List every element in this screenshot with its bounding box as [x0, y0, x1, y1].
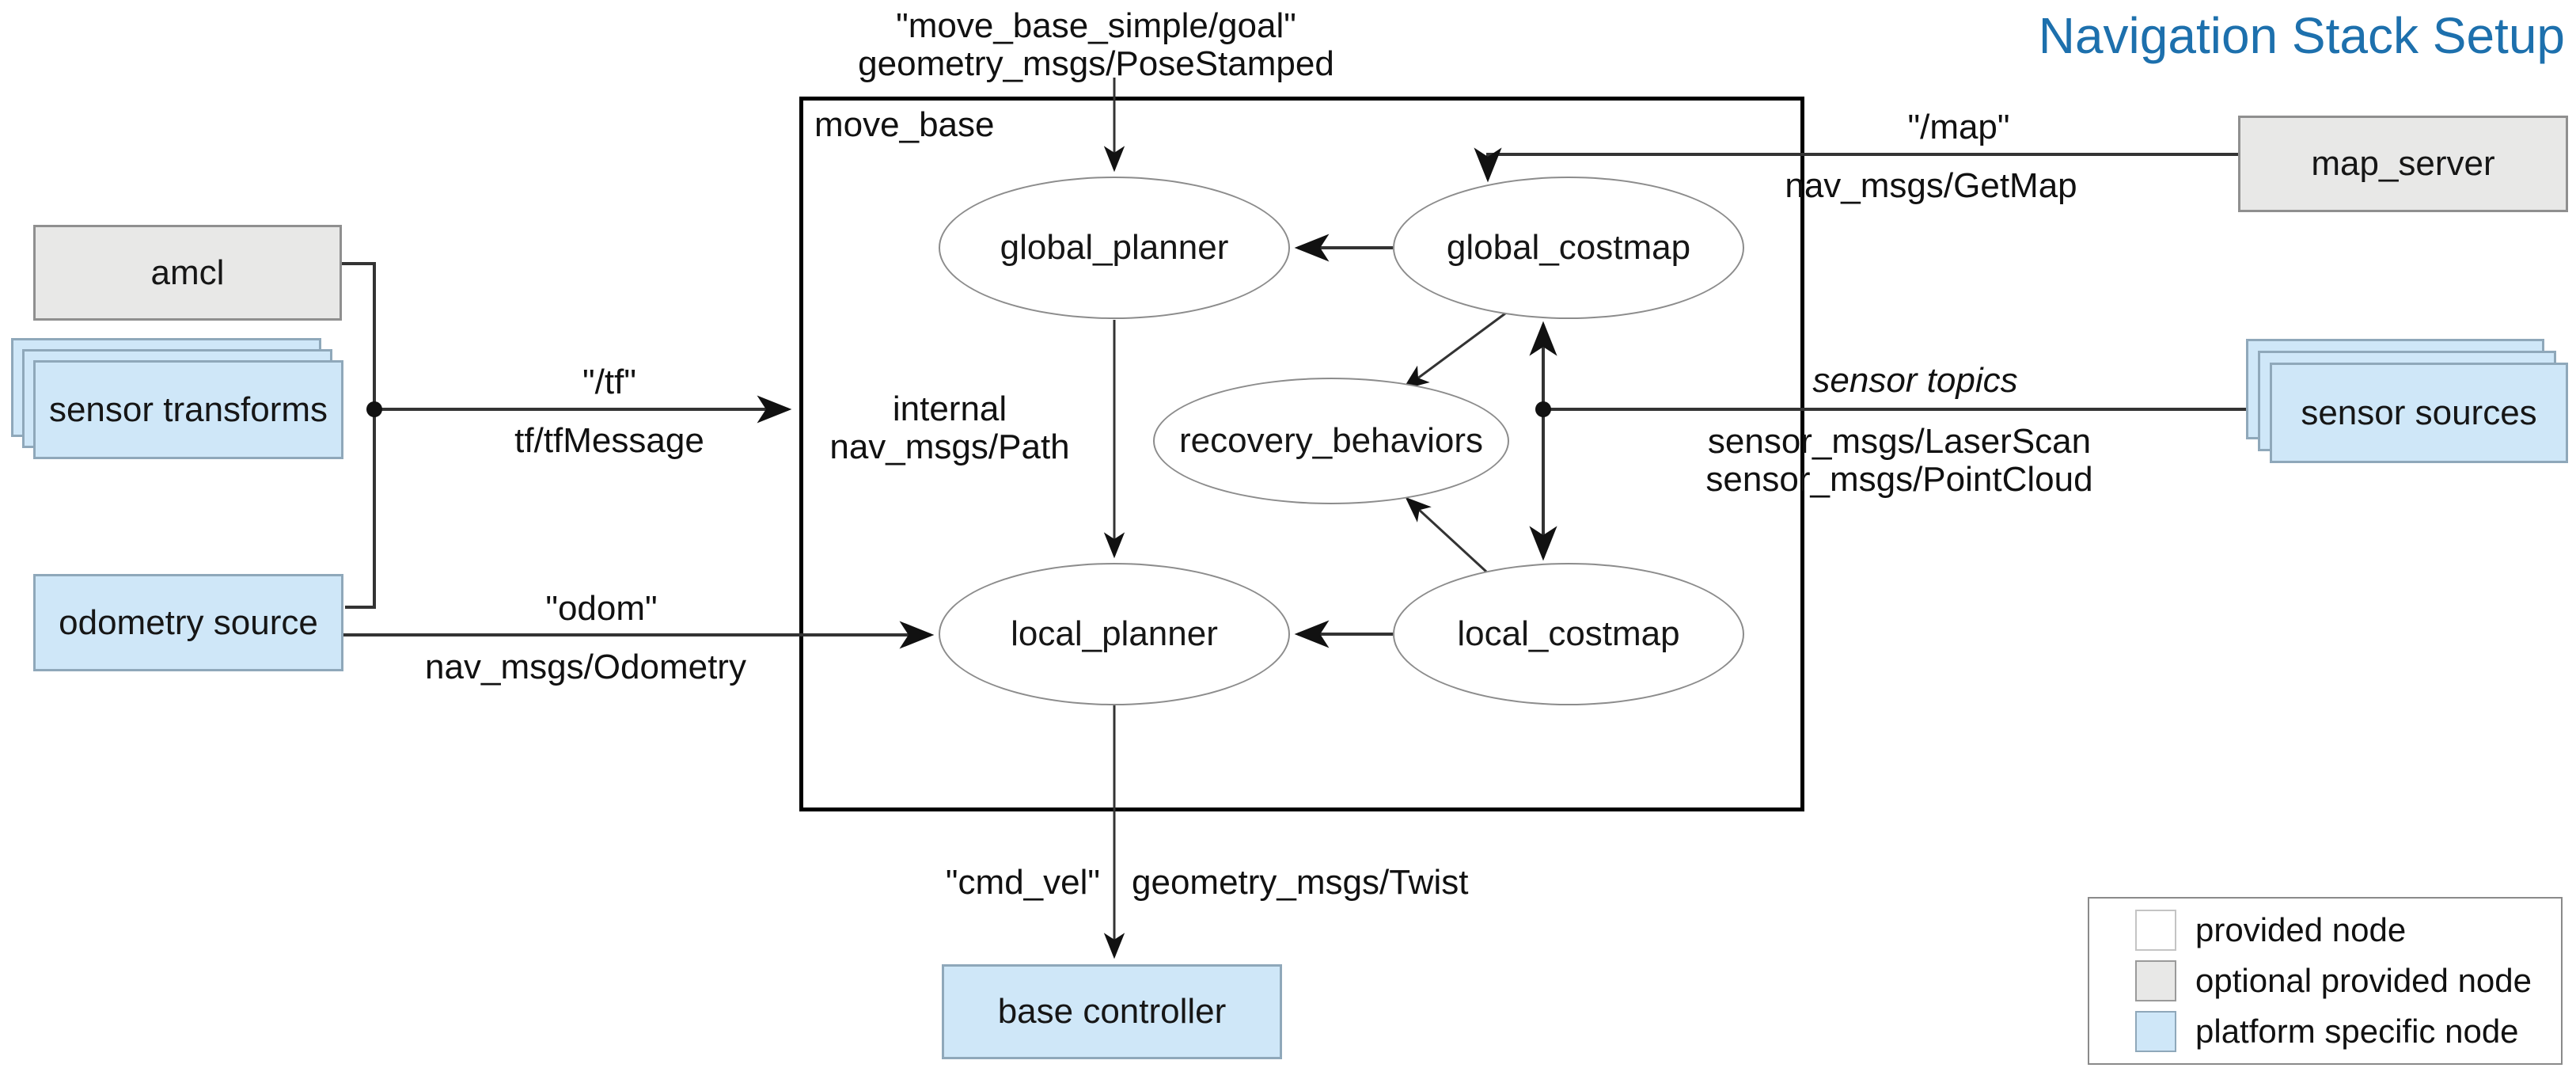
node-map-server-label: map_server: [2311, 144, 2495, 183]
label-tf-topic: "/tf": [582, 363, 636, 401]
node-sensor-transforms-label: sensor transforms: [48, 390, 328, 429]
node-recovery-behaviors: recovery_behaviors: [1153, 378, 1509, 504]
node-sensor-transforms: sensor transforms: [33, 360, 343, 459]
node-global-planner-label: global_planner: [1000, 228, 1229, 267]
label-goal-topic: "move_base_simple/goal": [896, 6, 1296, 45]
label-sensor-topics: sensor topics: [1812, 361, 2018, 400]
label-sensor-type1: sensor_msgs/LaserScan: [1707, 422, 2092, 461]
node-amcl-label: amcl: [150, 253, 225, 292]
legend: provided node optional provided node pla…: [2088, 897, 2563, 1065]
move-base-container: move_base: [799, 97, 1804, 811]
legend-swatch-optional-node: [2135, 960, 2176, 1001]
node-local-planner: local_planner: [939, 563, 1290, 705]
legend-label: optional provided node: [2195, 962, 2532, 999]
legend-item-optional: optional provided node: [2135, 960, 2561, 1002]
node-base-controller: base controller: [942, 964, 1282, 1059]
legend-item-platform: platform specific node: [2135, 1010, 2561, 1053]
label-odom-type: nav_msgs/Odometry: [425, 648, 746, 686]
legend-item-provided: provided node: [2135, 909, 2561, 952]
node-global-costmap: global_costmap: [1393, 177, 1744, 319]
node-sensor-sources-label: sensor sources: [2301, 393, 2537, 432]
edge-left-connector: [342, 262, 376, 609]
node-odometry-source-label: odometry source: [59, 602, 318, 642]
label-map-topic: "/map": [1907, 108, 2010, 146]
move-base-label: move_base: [814, 105, 995, 144]
legend-swatch-platform-node: [2135, 1011, 2176, 1052]
node-local-planner-label: local_planner: [1011, 614, 1218, 653]
junction-dot-tf: [366, 401, 382, 417]
node-recovery-behaviors-label: recovery_behaviors: [1179, 421, 1483, 460]
node-global-planner: global_planner: [939, 177, 1290, 319]
node-amcl: amcl: [33, 225, 342, 321]
label-goal-type: geometry_msgs/PoseStamped: [858, 44, 1334, 83]
node-sensor-sources: sensor sources: [2270, 363, 2568, 463]
node-local-costmap: local_costmap: [1393, 563, 1744, 705]
label-map-type: nav_msgs/GetMap: [1785, 166, 2077, 205]
legend-label: provided node: [2195, 911, 2407, 948]
label-cmdvel-topic: "cmd_vel": [945, 863, 1100, 902]
node-odometry-source: odometry source: [33, 574, 343, 671]
node-base-controller-label: base controller: [997, 992, 1227, 1031]
label-odom-topic: "odom": [545, 589, 658, 628]
legend-swatch-provided-node: [2135, 910, 2176, 951]
label-sensor-type2: sensor_msgs/PointCloud: [1705, 460, 2093, 499]
label-tf-type: tf/tfMessage: [514, 421, 704, 460]
label-internal-type: nav_msgs/Path: [829, 428, 1070, 466]
label-cmdvel-type: geometry_msgs/Twist: [1132, 863, 1469, 902]
label-internal: internal: [892, 390, 1007, 428]
node-map-server: map_server: [2238, 116, 2568, 212]
page-title: Navigation Stack Setup: [2038, 7, 2565, 64]
node-local-costmap-label: local_costmap: [1457, 614, 1680, 653]
legend-label: platform specific node: [2195, 1013, 2519, 1050]
node-global-costmap-label: global_costmap: [1446, 228, 1691, 267]
